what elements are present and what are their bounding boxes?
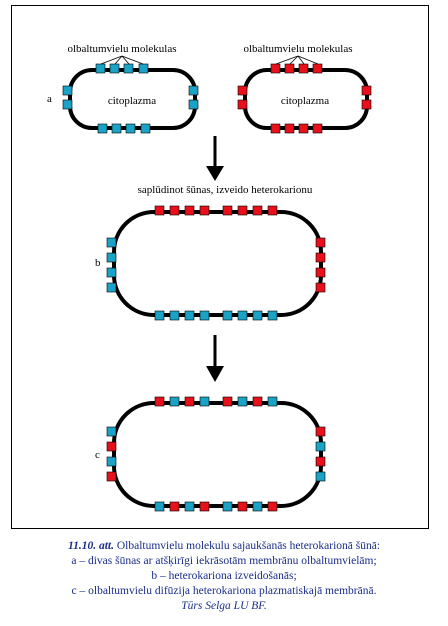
arrow-down-1 <box>206 136 224 181</box>
protein-red <box>312 63 323 74</box>
caption-line-c: c – olbaltumvielu difūzija heterokariona… <box>71 585 377 597</box>
protein-red <box>298 63 309 74</box>
protein-red <box>106 441 117 452</box>
protein-red <box>184 205 195 216</box>
protein-blue <box>154 310 165 321</box>
cytoplasm-label-right: citoplazma <box>281 95 329 107</box>
protein-red <box>237 85 248 96</box>
protein-blue <box>267 396 278 407</box>
fusion-text: saplūdinot šūnas, izveido heterokarionu <box>138 184 313 196</box>
protein-blue <box>95 63 106 74</box>
caption-title: Olbaltumvielu molekulu sajaukšanās heter… <box>116 540 381 552</box>
caption-line-b: b – heterokariona izveidošanās; <box>151 570 297 582</box>
protein-red <box>267 501 278 512</box>
protein-blue <box>315 441 326 452</box>
protein-red <box>315 282 326 293</box>
heterokaryon-c <box>106 396 326 512</box>
cell-right: olbaltumvielu molekulas citoplazma <box>237 43 372 134</box>
protein-blue <box>106 456 117 467</box>
protein-red <box>315 267 326 278</box>
protein-red <box>284 123 295 134</box>
arrow-down-2 <box>206 335 224 382</box>
protein-red <box>284 63 295 74</box>
protein-red <box>237 501 248 512</box>
protein-red <box>361 99 372 110</box>
label-a: a <box>47 93 52 105</box>
protein-blue <box>111 123 122 134</box>
protein-blue <box>199 310 210 321</box>
protein-red <box>298 123 309 134</box>
protein-blue <box>62 99 73 110</box>
figure-caption: 11.10. att. Olbaltumvielu molekulu sajau… <box>0 539 448 614</box>
protein-blue <box>125 123 136 134</box>
protein-red <box>154 396 165 407</box>
protein-blue <box>140 123 151 134</box>
protein-red <box>252 396 263 407</box>
protein-blue <box>106 282 117 293</box>
protein-blue <box>138 63 149 74</box>
protein-blue <box>109 63 120 74</box>
protein-red <box>312 123 323 134</box>
protein-blue <box>252 501 263 512</box>
cytoplasm-label-left: citoplazma <box>108 95 156 107</box>
label-c: c <box>95 449 100 461</box>
protein-blue <box>97 123 108 134</box>
caption-author: Tūrs Selga LU BF. <box>181 600 267 612</box>
protein-red <box>106 471 117 482</box>
protein-blue <box>169 396 180 407</box>
protein-blue <box>315 471 326 482</box>
protein-red <box>199 205 210 216</box>
protein-blue <box>222 310 233 321</box>
protein-blue <box>106 267 117 278</box>
protein-red <box>169 501 180 512</box>
figure-frame <box>11 5 429 529</box>
protein-blue <box>106 426 117 437</box>
protein-blue <box>188 85 199 96</box>
protein-label-right: olbaltumvielu molekulas <box>243 43 352 55</box>
protein-blue <box>106 252 117 263</box>
caption-title-line: 11.10. att. Olbaltumvielu molekulu sajau… <box>0 539 448 554</box>
protein-blue <box>237 310 248 321</box>
protein-red <box>270 123 281 134</box>
heterokaryon-b <box>106 205 326 321</box>
protein-red <box>315 426 326 437</box>
protein-blue <box>169 310 180 321</box>
protein-red <box>222 396 233 407</box>
protein-blue <box>123 63 134 74</box>
protein-red <box>184 396 195 407</box>
caption-line-a: a – divas šūnas ar atšķirīgi iekrāsotām … <box>71 555 377 567</box>
protein-red <box>315 252 326 263</box>
protein-red <box>252 205 263 216</box>
cell-left: olbaltumvielu molekulas citoplazma <box>62 43 199 134</box>
label-b: b <box>95 257 101 269</box>
heterokaryon-diagram: olbaltumvielu molekulas citoplazma a olb… <box>47 43 372 512</box>
heterokaryon-b-membrane <box>112 210 323 317</box>
protein-blue <box>199 396 210 407</box>
protein-red <box>315 456 326 467</box>
protein-red <box>222 205 233 216</box>
protein-red <box>315 237 326 248</box>
protein-blue <box>222 501 233 512</box>
protein-blue <box>184 501 195 512</box>
protein-blue <box>184 310 195 321</box>
protein-red <box>237 99 248 110</box>
figure-number: 11.10. att. <box>67 540 114 552</box>
protein-red <box>267 205 278 216</box>
protein-blue <box>252 310 263 321</box>
protein-blue <box>237 396 248 407</box>
protein-label-left: olbaltumvielu molekulas <box>67 43 176 55</box>
protein-blue <box>188 99 199 110</box>
protein-blue <box>62 85 73 96</box>
protein-red <box>361 85 372 96</box>
protein-blue <box>154 501 165 512</box>
protein-red <box>237 205 248 216</box>
protein-blue <box>106 237 117 248</box>
protein-red <box>199 501 210 512</box>
heterokaryon-c-membrane <box>112 401 323 508</box>
protein-red <box>270 63 281 74</box>
protein-red <box>154 205 165 216</box>
protein-blue <box>267 310 278 321</box>
protein-red <box>169 205 180 216</box>
